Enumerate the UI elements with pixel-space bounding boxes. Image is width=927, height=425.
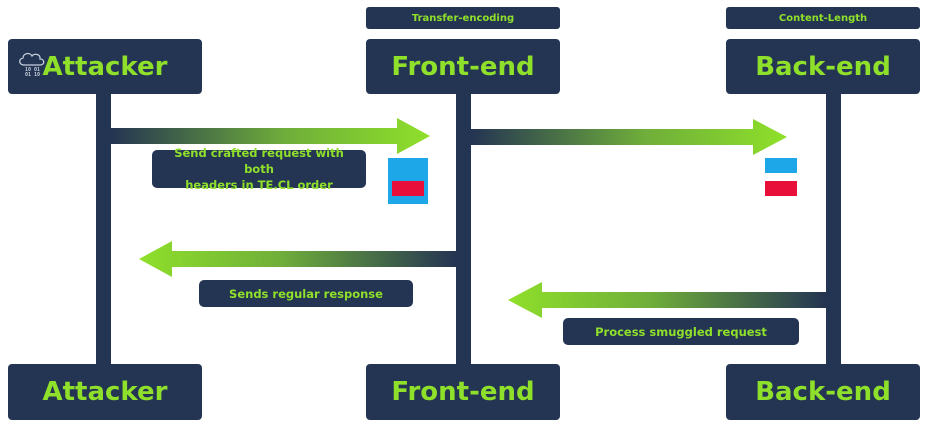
response-arrow-frontend-to-attacker	[139, 241, 456, 277]
message-process-smuggled-request: Process smuggled request	[563, 318, 799, 345]
backend-request-packet-red	[765, 181, 797, 196]
backend-node-bottom-label: Back-end	[755, 377, 891, 407]
frontend-node-bottom-label: Front-end	[391, 377, 535, 407]
attacker-node-top-label: Attacker	[42, 51, 168, 82]
request-arrow-frontend-to-backend	[471, 119, 787, 155]
message-sends-regular-response: Sends regular response	[199, 280, 413, 307]
message-send-crafted-request: Send crafted request with both headers i…	[152, 146, 366, 192]
backend-request-packet-blue	[765, 158, 797, 173]
response-arrow-backend-to-frontend	[508, 282, 826, 318]
frontend-request-packet-smuggled-part	[392, 181, 424, 196]
backend-header-tag: Content-Length	[726, 7, 920, 29]
frontend-node-top: Front-end	[366, 39, 560, 94]
frontend-node-bottom: Front-end	[366, 364, 560, 420]
backend-lifeline	[826, 90, 841, 370]
frontend-header-tag: Transfer-encoding	[366, 7, 560, 29]
attacker-node-bottom: Attacker	[8, 364, 202, 420]
attacker-node-top: 10 01 01 10 Attacker	[8, 39, 202, 94]
backend-node-bottom: Back-end	[726, 364, 920, 420]
backend-node-top: Back-end	[726, 39, 920, 94]
attacker-node-bottom-label: Attacker	[42, 377, 168, 407]
svg-text:01 10: 01 10	[25, 72, 40, 77]
frontend-node-top-label: Front-end	[391, 51, 535, 82]
backend-node-top-label: Back-end	[755, 51, 891, 82]
cloud-binary-icon: 10 01 01 10	[16, 51, 48, 84]
attacker-lifeline	[96, 90, 111, 370]
frontend-lifeline	[456, 90, 471, 370]
request-arrow-attacker-to-frontend	[111, 118, 430, 154]
svg-text:10 01: 10 01	[25, 67, 40, 73]
